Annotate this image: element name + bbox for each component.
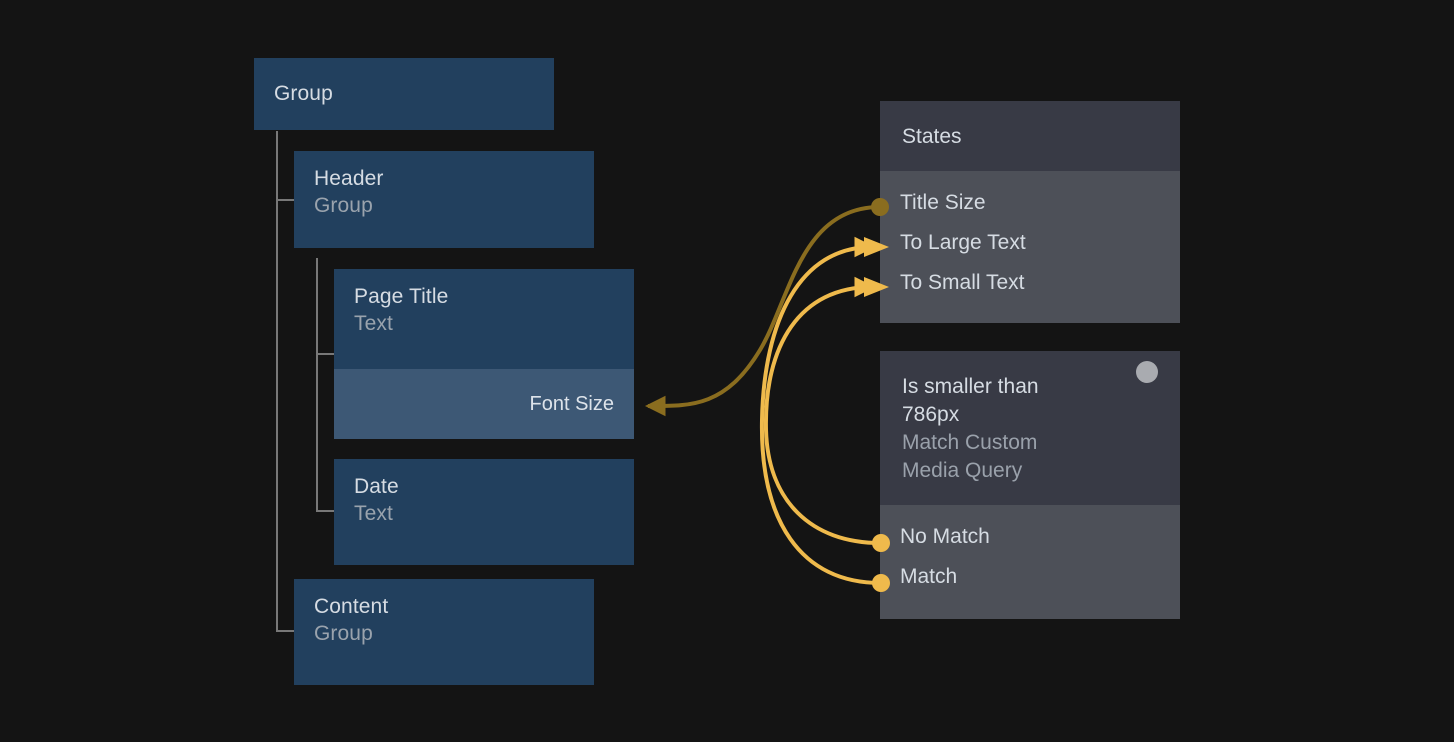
node-header[interactable]: Header Group	[294, 151, 594, 248]
port-no-match[interactable]: No Match	[900, 525, 990, 548]
port-title-size[interactable]: Title Size	[900, 191, 986, 214]
node-group-root[interactable]: Group	[254, 58, 554, 130]
status-indicator-icon[interactable]	[1136, 361, 1158, 383]
node-subtitle: Group	[314, 622, 373, 645]
node-title: Group	[274, 82, 333, 105]
port-match[interactable]: Match	[900, 565, 958, 588]
panel-title: States	[902, 125, 962, 148]
panel-header: States	[880, 101, 1180, 171]
tree-line-to-header	[276, 199, 294, 201]
node-title: Header	[314, 167, 384, 190]
node-title: Content	[314, 595, 389, 618]
panel-states[interactable]: States Title Size To Large Text To Small…	[880, 101, 1180, 323]
tree-line-to-date	[316, 510, 334, 512]
panel-ports: No Match Match	[880, 505, 1180, 619]
edge-match-to-large-text	[759, 236, 882, 585]
edge-title-size-to-font-size	[644, 205, 881, 417]
tree-line-root-vertical	[276, 131, 278, 631]
panel-title: Is smaller than 786px	[902, 375, 1039, 426]
node-subtitle: Group	[314, 194, 373, 217]
panel-subtitle: Match Custom Media Query	[902, 431, 1038, 482]
edge-no-match-to-small-text	[763, 276, 882, 545]
port-to-small-text[interactable]: To Small Text	[900, 271, 1025, 294]
node-date[interactable]: Date Text	[334, 459, 634, 565]
node-title: Page Title	[354, 285, 449, 308]
node-subtitle: Text	[354, 502, 393, 525]
node-subtitle: Text	[354, 312, 393, 335]
panel-media-query[interactable]: Is smaller than 786px Match Custom Media…	[880, 351, 1180, 619]
node-property-font-size[interactable]: Font Size	[334, 369, 634, 439]
panel-ports: Title Size To Large Text To Small Text	[880, 171, 1180, 323]
panel-header: Is smaller than 786px Match Custom Media…	[880, 351, 1180, 505]
tree-line-to-content	[276, 630, 294, 632]
tree-line-header-vertical	[316, 258, 318, 511]
tree-line-to-page-title	[316, 353, 334, 355]
node-page-title[interactable]: Page Title Text Font Size	[334, 269, 634, 439]
node-title: Date	[354, 475, 399, 498]
node-content[interactable]: Content Group	[294, 579, 594, 685]
port-to-large-text[interactable]: To Large Text	[900, 231, 1026, 254]
